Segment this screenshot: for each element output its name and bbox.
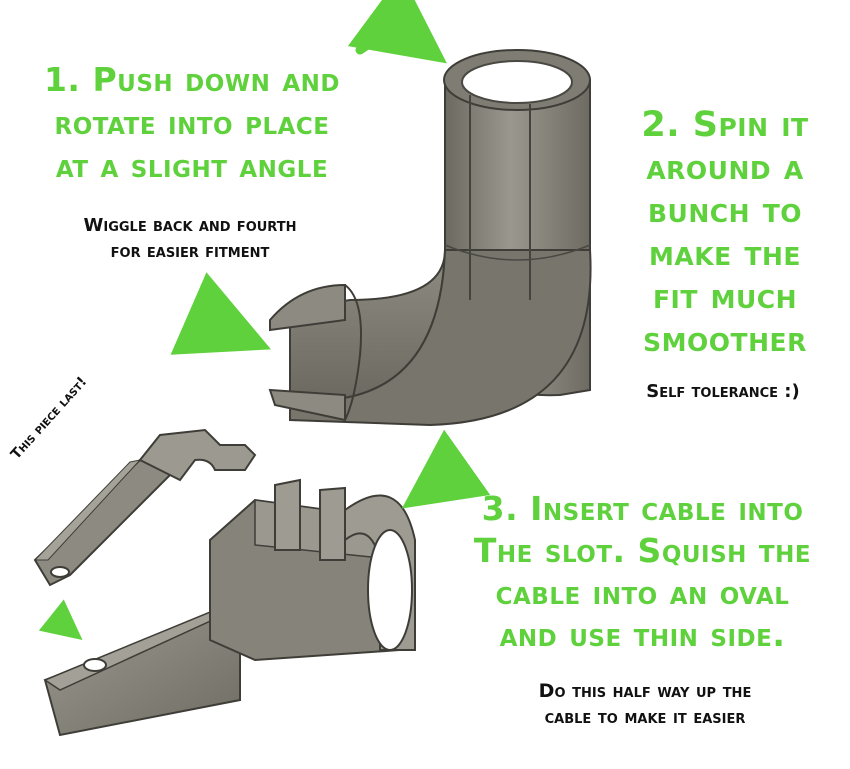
note-wiggle: Wiggle back and fourth for easier fitmen… (40, 213, 340, 265)
step-3-line: The slot. Squish the (473, 531, 812, 570)
step-1-line: at a slight angle (55, 146, 329, 185)
step-2-line: fit much (652, 277, 798, 317)
arrow-small (38, 599, 83, 641)
note-2-line: Self tolerance :) (646, 381, 800, 402)
note-3-line: cable to make it easier (544, 706, 746, 728)
step-1-line: 1. Push down and (43, 60, 341, 99)
step-2-line: smoother (643, 320, 807, 360)
note-1-line: Wiggle back and fourth (83, 215, 297, 236)
arrow-left (170, 272, 272, 355)
cap-piece-part (33, 428, 257, 587)
note-half-way: Do this half way up the cable to make it… (480, 678, 810, 730)
step-3-text: 3. Insert cable into The slot. Squish th… (455, 488, 830, 656)
step-1-text: 1. Push down and rotate into place at a … (22, 58, 362, 187)
step-2-line: make the (649, 234, 801, 274)
step-2-line: around a (646, 148, 804, 188)
elbow-pipe-part (268, 49, 592, 427)
step-2-text: 2. Spin it around a bunch to make the fi… (620, 104, 830, 362)
arrow-down (401, 429, 491, 509)
step-1-line: rotate into place (54, 103, 330, 142)
step-2-line: 2. Spin it (641, 105, 809, 145)
note-self-tolerance: Self tolerance :) (618, 380, 828, 404)
arrow-top (347, 0, 447, 64)
note-1-line: for easier fitment (110, 241, 270, 262)
step-3-line: and use thin side. (499, 615, 786, 654)
step-3-line: cable into an oval (495, 573, 790, 612)
base-bracket-part (43, 478, 416, 737)
arrows (38, 0, 491, 641)
note-3-line: Do this half way up the (538, 680, 752, 702)
step-3-line: 3. Insert cable into (481, 489, 804, 528)
step-2-line: bunch to (647, 191, 803, 231)
